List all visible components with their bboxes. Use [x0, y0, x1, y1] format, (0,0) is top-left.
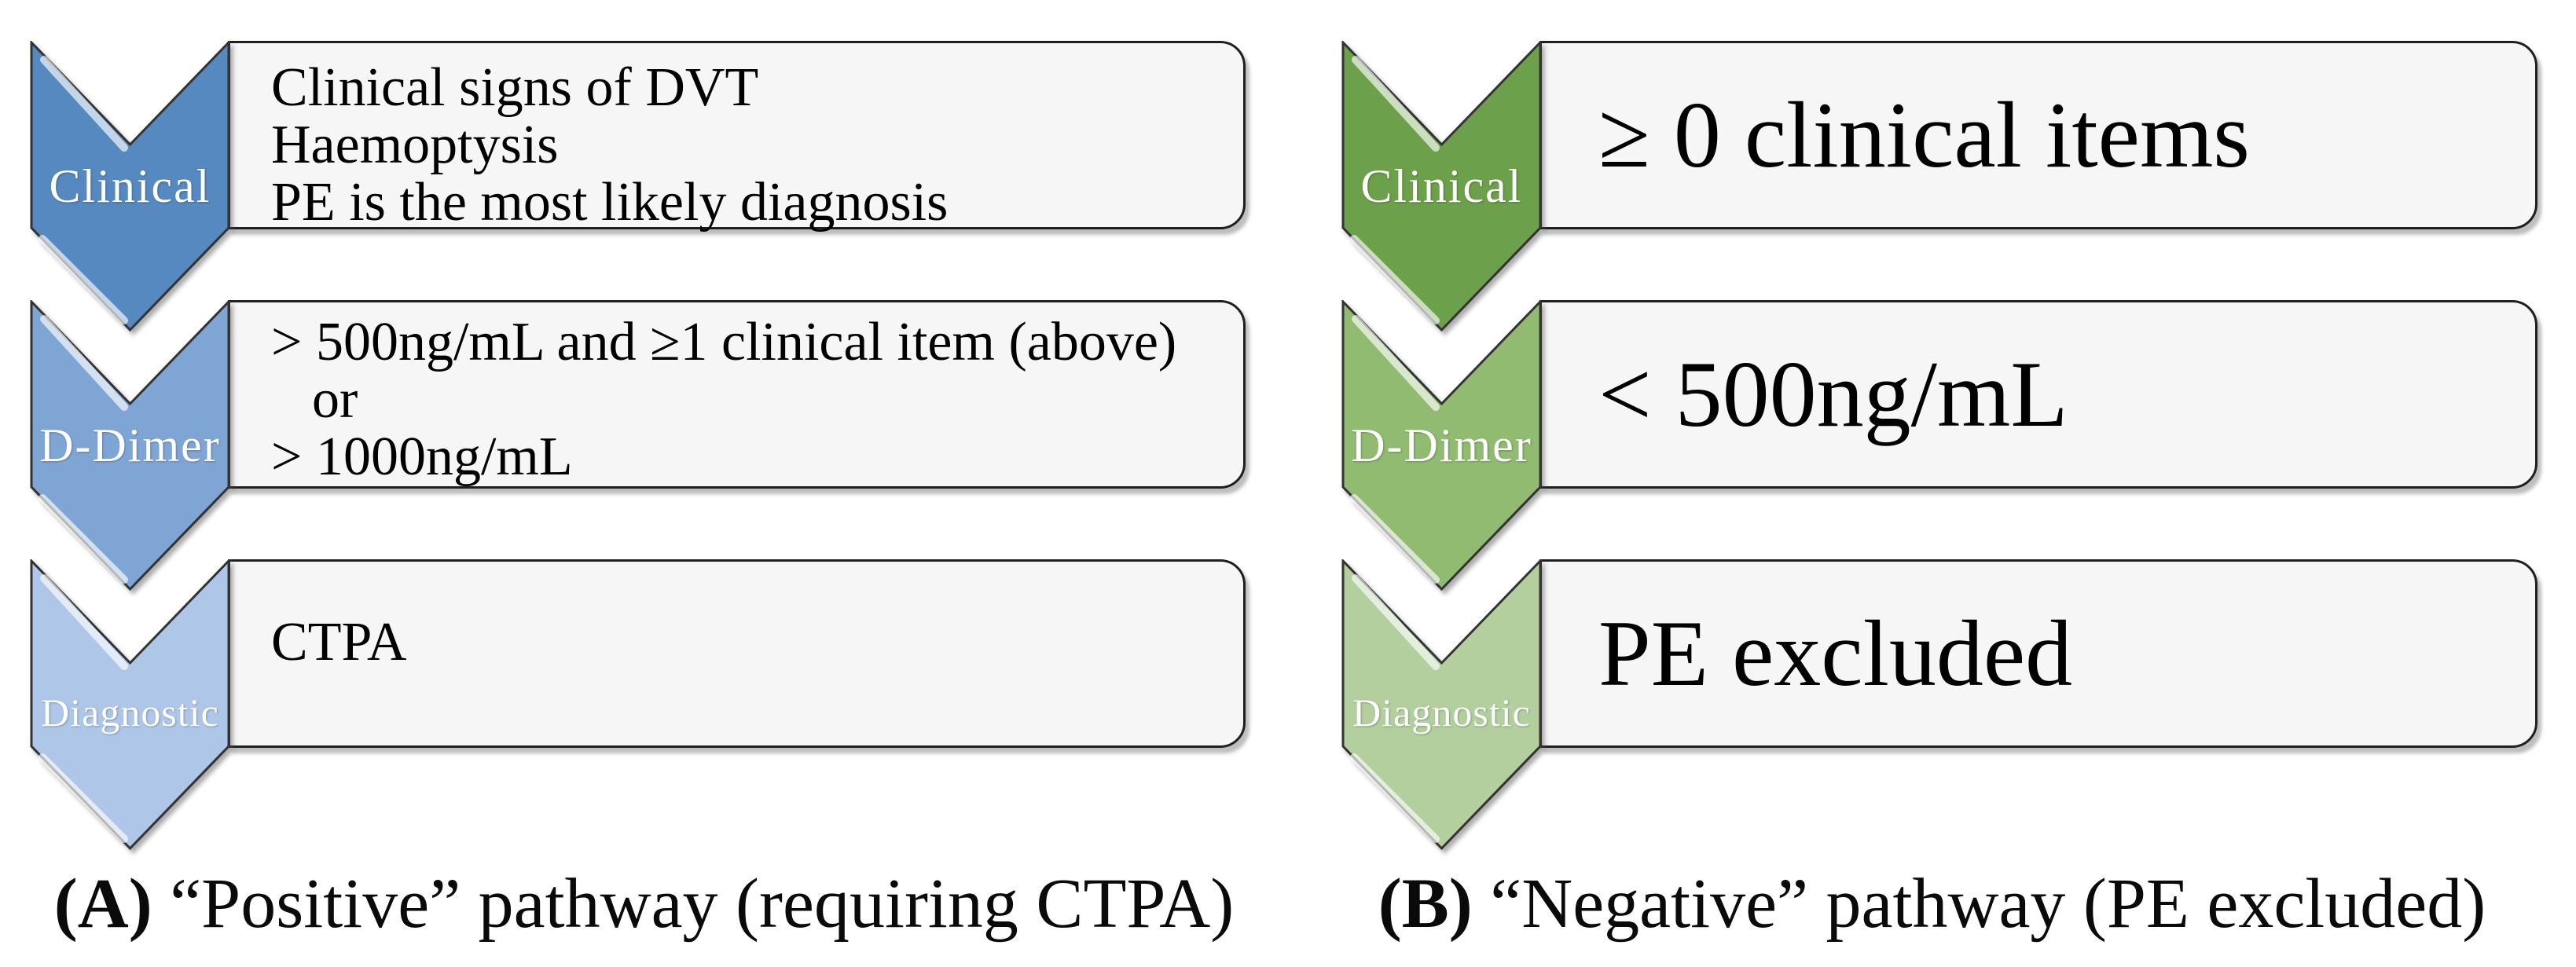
criteria-line: PE is the most likely diagnosis — [271, 172, 949, 233]
stage-label-ddimer: D-Dimer — [39, 419, 221, 471]
ddimer-criteria-text: > 500ng/mL and ≥1 clinical item (above) … — [230, 302, 1243, 485]
caption-pathway-b: (B) “Negative” pathway (PE excluded) — [1288, 861, 2576, 947]
panel-label-b: (B) — [1378, 865, 1473, 943]
chevron-down-icon — [1341, 41, 1542, 332]
clinical-criteria-text: Clinical signs of DVT Haemoptysis PE is … — [230, 43, 1243, 231]
clinical-criteria-text: ≥ 0 clinical items — [1542, 84, 2250, 186]
stage-label-diagnostic: Diagnostic — [1352, 690, 1531, 734]
criteria-line: < 500ng/mL — [1598, 342, 2068, 446]
stage-label-diagnostic: Diagnostic — [41, 690, 219, 734]
chevron-down-icon — [30, 300, 230, 592]
chevron-diagnostic-step: Diagnostic — [30, 559, 230, 852]
chevron-clinical-step: Clinical — [1341, 41, 1542, 333]
clinical-criteria-box: ≥ 0 clinical items — [1539, 41, 2537, 229]
chevron-shape — [30, 559, 230, 851]
stage-label-ddimer: D-Dimer — [1351, 419, 1532, 471]
chevron-down-icon — [30, 41, 230, 332]
pathway-positive: Clinical signs of DVT Haemoptysis PE is … — [0, 41, 1288, 947]
criteria-line: Clinical signs of DVT — [271, 57, 759, 118]
chevron-down-icon — [1341, 300, 1542, 592]
chevron-shape — [30, 41, 230, 332]
ddimer-criteria-text: < 500ng/mL — [1542, 343, 2068, 445]
criteria-line: > 500ng/mL and ≥1 clinical item (above) — [271, 312, 1177, 372]
criteria-line: > 1000ng/mL — [271, 427, 573, 487]
diagnostic-result-box: PE excluded — [1539, 559, 2537, 748]
pathway-negative: ≥ 0 clinical items < 500ng/mL PE exclude… — [1288, 0, 2576, 967]
chevron-down-icon — [1341, 559, 1542, 851]
chevron-shape — [1341, 41, 1542, 332]
chevron-diagnostic-step: Diagnostic — [1341, 559, 1542, 852]
stage-label-clinical: Clinical — [1360, 160, 1523, 212]
ddimer-criteria-box: > 500ng/mL and ≥1 clinical item (above) … — [228, 300, 1246, 489]
criteria-line: or — [312, 369, 358, 430]
chevron-clinical-step: Clinical — [30, 41, 230, 333]
ddimer-criteria-box: < 500ng/mL — [1539, 300, 2537, 489]
chevron-shape — [1341, 300, 1542, 592]
criteria-line: CTPA — [271, 612, 407, 672]
diagnostic-result-text: PE excluded — [1542, 603, 2072, 705]
criteria-line: PE excluded — [1598, 601, 2073, 705]
caption-pathway-a: (A) “Positive” pathway (requiring CTPA) — [0, 861, 1288, 947]
criteria-line: Haemoptysis — [271, 115, 559, 175]
chevron-down-icon — [30, 559, 230, 851]
diagnostic-result-box: CTPA — [228, 559, 1246, 748]
chevron-shape — [1341, 559, 1542, 851]
chevron-shape — [30, 300, 230, 592]
caption-text-b: “Negative” pathway (PE excluded) — [1472, 865, 2486, 943]
clinical-criteria-box: Clinical signs of DVT Haemoptysis PE is … — [228, 41, 1246, 231]
criteria-line: ≥ 0 clinical items — [1598, 82, 2250, 187]
chevron-ddimer-step: D-Dimer — [30, 300, 230, 592]
chevron-ddimer-step: D-Dimer — [1341, 300, 1542, 592]
diagnostic-result-text: CTPA — [230, 562, 1243, 671]
panel-label-a: (A) — [53, 865, 152, 943]
caption-text-a: “Positive” pathway (requiring CTPA) — [152, 865, 1235, 943]
stage-label-clinical: Clinical — [49, 160, 211, 212]
